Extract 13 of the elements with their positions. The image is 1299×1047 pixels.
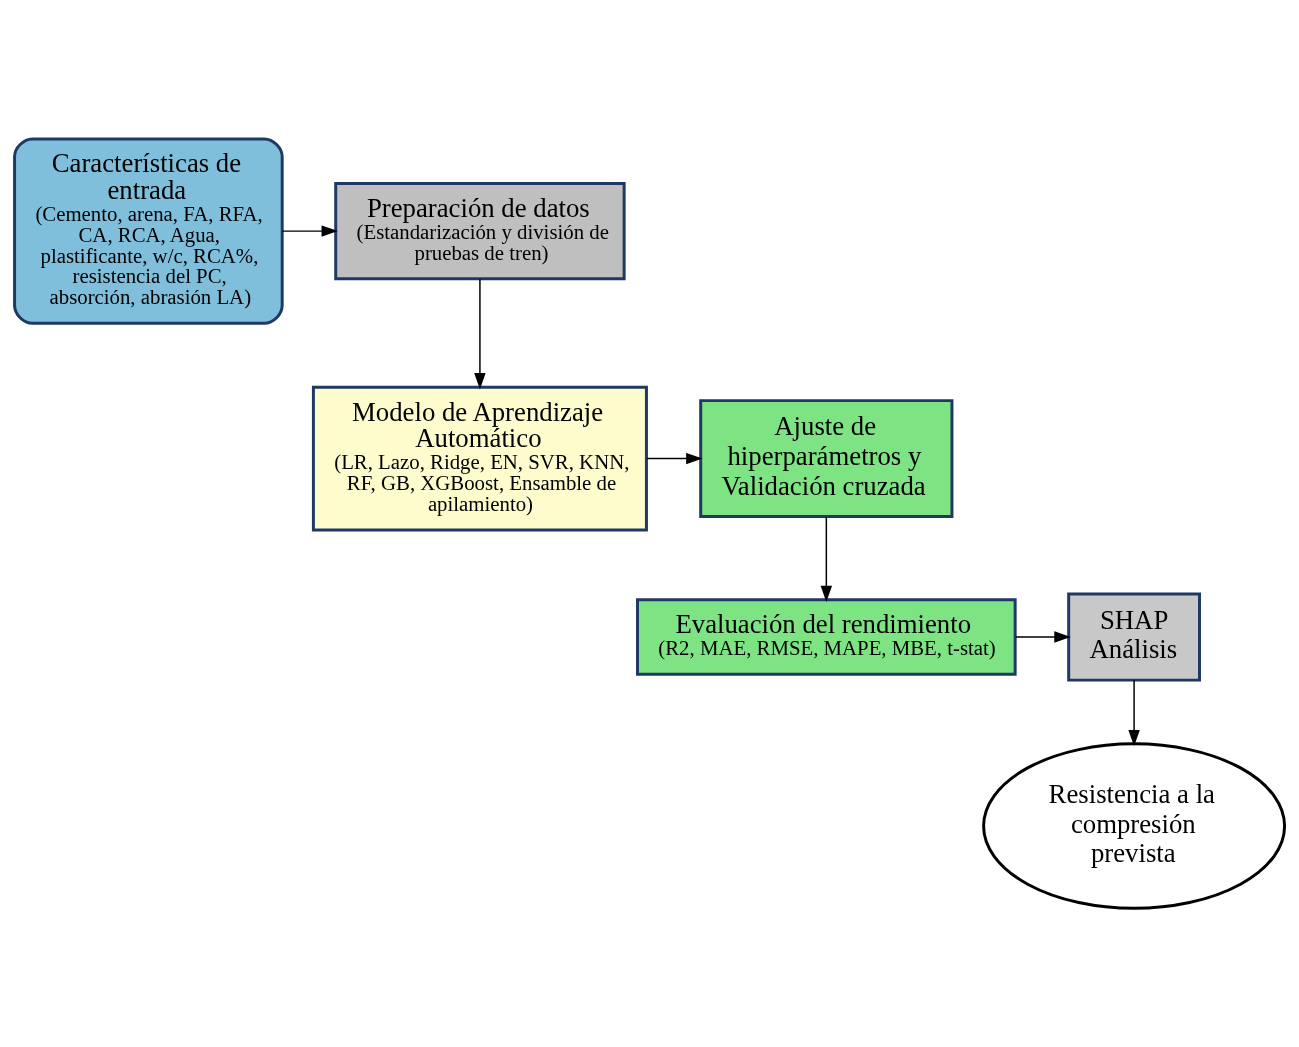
node-box: Evaluación del rendimiento (R2, MAE, RMSE, MAPE, MBE, t-stat): [636, 598, 1017, 676]
arrow: [646, 452, 703, 465]
arrow: [474, 278, 486, 390]
node-box: Características de entrada (Cemento, arena, FA, RFA, CA, RCA, Agua, plastificante, w/c, RCA%, resistencia del PC, absorción, abrasión LA): [13, 137, 284, 325]
node-ellipse: Resistencia a la compresión prevista: [982, 742, 1287, 910]
arrow: [1128, 679, 1140, 747]
arrow: [1014, 631, 1071, 643]
arrow: [281, 225, 338, 237]
node-box: SHAP Análisis: [1067, 592, 1201, 682]
node-box: Ajuste de hiperparámetros y Validación cruzada: [699, 399, 954, 519]
node-box: Preparación de datos (Estandarización y división de pruebas de tren): [334, 182, 626, 281]
arrow: [820, 516, 833, 602]
node-box: Modelo de Aprendizaje Automático (LR, Lazo, Ridge, EN, SVR, KNN, RF, GB, XGBoost, Ensamble de apilamiento): [311, 385, 648, 532]
